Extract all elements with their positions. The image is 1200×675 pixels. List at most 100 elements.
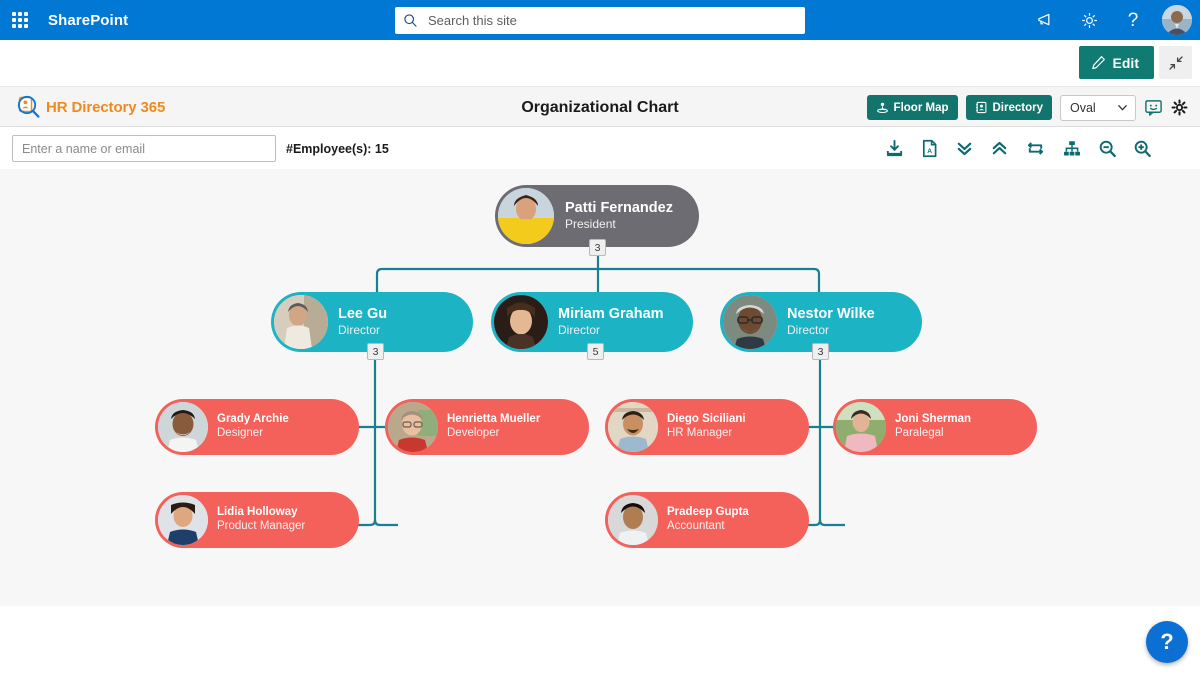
org-node-diego-siciliani[interactable]: Diego Siciliani HR Manager bbox=[605, 399, 809, 455]
employee-photo bbox=[158, 495, 208, 545]
employee-title: Product Manager bbox=[217, 519, 306, 532]
zoom-out-icon[interactable] bbox=[1098, 139, 1117, 158]
employee-name: Miriam Graham bbox=[558, 306, 664, 323]
employee-name: Diego Siciliani bbox=[667, 413, 746, 426]
pencil-icon bbox=[1091, 56, 1105, 70]
avatar-photo bbox=[1162, 5, 1192, 35]
employee-title: HR Manager bbox=[667, 426, 733, 439]
employee-count-label: #Employee(s): 15 bbox=[286, 142, 389, 156]
employee-title: Director bbox=[338, 323, 381, 338]
employee-name: Patti Fernandez bbox=[565, 200, 673, 217]
webpart-header: HR Directory 365 Organizational Chart Fl… bbox=[0, 86, 1200, 127]
org-node-lidia-holloway[interactable]: Lidia Holloway Product Manager bbox=[155, 492, 359, 548]
org-layout-icon[interactable] bbox=[1062, 139, 1082, 158]
employee-text: Lidia Holloway Product Manager bbox=[217, 506, 305, 533]
employee-photo bbox=[158, 402, 208, 452]
employee-text: Diego Siciliani HR Manager bbox=[667, 413, 746, 440]
employee-text: Joni Sherman Paralegal bbox=[895, 413, 971, 440]
employee-search-input[interactable] bbox=[12, 135, 276, 162]
directory-label: Directory bbox=[992, 101, 1044, 114]
floor-map-button[interactable]: Floor Map bbox=[866, 95, 958, 120]
export-pdf-icon[interactable]: A bbox=[920, 139, 939, 158]
report-count-badge-lee[interactable]: 3 bbox=[367, 343, 384, 360]
waffle-grid bbox=[12, 12, 28, 28]
download-icon[interactable] bbox=[885, 139, 904, 158]
employee-name: Pradeep Gupta bbox=[667, 506, 749, 519]
org-node-henrietta-mueller[interactable]: Henrietta Mueller Developer bbox=[385, 399, 589, 455]
employee-photo bbox=[498, 188, 554, 244]
gear-icon[interactable] bbox=[1072, 3, 1106, 37]
employee-text: Nestor Wilke Director bbox=[787, 306, 875, 337]
help-glyph: ? bbox=[1127, 9, 1139, 31]
sharepoint-suite-bar: SharePoint ? bbox=[0, 0, 1200, 40]
expand-all-icon[interactable] bbox=[955, 139, 974, 158]
site-search-box[interactable] bbox=[395, 7, 805, 34]
page-footer: ? bbox=[0, 606, 1200, 675]
avatar[interactable] bbox=[1162, 5, 1192, 35]
report-count-badge-patti[interactable]: 3 bbox=[589, 239, 606, 256]
org-node-patti-fernandez[interactable]: Patti Fernandez President bbox=[495, 185, 699, 247]
employee-name: Joni Sherman bbox=[895, 413, 972, 426]
org-node-miriam-graham[interactable]: Miriam Graham Director bbox=[491, 292, 693, 352]
directory-button[interactable]: Directory bbox=[965, 95, 1052, 120]
employee-title: Accountant bbox=[667, 519, 725, 532]
employee-title: Director bbox=[558, 323, 601, 338]
org-chart-canvas[interactable]: Patti Fernandez President 3 Lee Gu Direc… bbox=[0, 169, 1200, 606]
org-node-grady-archie[interactable]: Grady Archie Designer bbox=[155, 399, 359, 455]
contact-card-icon bbox=[975, 101, 986, 114]
employee-title: Paralegal bbox=[895, 426, 944, 439]
org-node-lee-gu[interactable]: Lee Gu Director bbox=[271, 292, 473, 352]
sharepoint-brand[interactable]: SharePoint bbox=[48, 11, 129, 29]
hr-directory-logo-text: HR Directory 365 bbox=[46, 99, 166, 116]
org-node-nestor-wilke[interactable]: Nestor Wilke Director bbox=[720, 292, 922, 352]
megaphone-icon[interactable] bbox=[1028, 3, 1062, 37]
employee-text: Pradeep Gupta Accountant bbox=[667, 506, 749, 533]
report-count-badge-nestor[interactable]: 3 bbox=[812, 343, 829, 360]
employee-text: Henrietta Mueller Developer bbox=[447, 413, 540, 440]
employee-photo bbox=[388, 402, 438, 452]
employee-name: Henrietta Mueller bbox=[447, 413, 541, 426]
search-icon bbox=[404, 14, 417, 27]
employee-photo bbox=[608, 402, 658, 452]
employee-photo bbox=[836, 402, 886, 452]
collapse-all-icon[interactable] bbox=[990, 139, 1009, 158]
employee-photo bbox=[494, 295, 548, 349]
employee-name: Lidia Holloway bbox=[217, 506, 298, 519]
chart-tool-icons: A bbox=[885, 127, 1152, 169]
employee-name: Grady Archie bbox=[217, 413, 289, 426]
chevron-down-icon bbox=[1118, 105, 1127, 111]
page-command-bar: Edit bbox=[0, 40, 1200, 86]
collapse-arrows-icon bbox=[1168, 55, 1183, 70]
org-node-pradeep-gupta[interactable]: Pradeep Gupta Accountant bbox=[605, 492, 809, 548]
hr-directory-logo[interactable]: HR Directory 365 bbox=[16, 87, 165, 128]
site-search-input[interactable] bbox=[426, 12, 797, 29]
feedback-icon[interactable] bbox=[1144, 98, 1163, 117]
collapse-view-button[interactable] bbox=[1159, 46, 1192, 79]
employee-title: Developer bbox=[447, 426, 500, 439]
employee-text: Patti Fernandez President bbox=[565, 200, 673, 231]
employee-title: Director bbox=[787, 323, 830, 338]
help-fab-button[interactable]: ? bbox=[1146, 621, 1188, 663]
zoom-in-icon[interactable] bbox=[1133, 139, 1152, 158]
settings-gear-icon[interactable] bbox=[1171, 99, 1188, 116]
refresh-icon[interactable] bbox=[1025, 139, 1046, 158]
edit-button-label: Edit bbox=[1112, 54, 1139, 71]
employee-name: Nestor Wilke bbox=[787, 306, 875, 323]
edit-button[interactable]: Edit bbox=[1078, 46, 1154, 79]
shape-select[interactable]: Oval bbox=[1060, 94, 1136, 121]
employee-name: Lee Gu bbox=[338, 306, 388, 323]
employee-photo bbox=[723, 295, 777, 349]
org-node-joni-sherman[interactable]: Joni Sherman Paralegal bbox=[833, 399, 1037, 455]
report-count-badge-miriam[interactable]: 5 bbox=[587, 343, 604, 360]
suite-bar-actions: ? bbox=[1028, 0, 1192, 40]
employee-photo bbox=[608, 495, 658, 545]
chart-toolbar: #Employee(s): 15 A bbox=[0, 127, 1200, 169]
employee-text: Grady Archie Designer bbox=[217, 413, 289, 440]
shape-select-value: Oval bbox=[1070, 100, 1096, 115]
help-icon[interactable]: ? bbox=[1116, 3, 1150, 37]
directory-search-icon bbox=[17, 95, 40, 118]
employee-text: Miriam Graham Director bbox=[558, 306, 664, 337]
app-launcher-icon[interactable] bbox=[0, 0, 40, 40]
floor-map-icon bbox=[876, 102, 888, 114]
webpart-actions: Floor Map Directory Oval bbox=[866, 87, 1188, 128]
